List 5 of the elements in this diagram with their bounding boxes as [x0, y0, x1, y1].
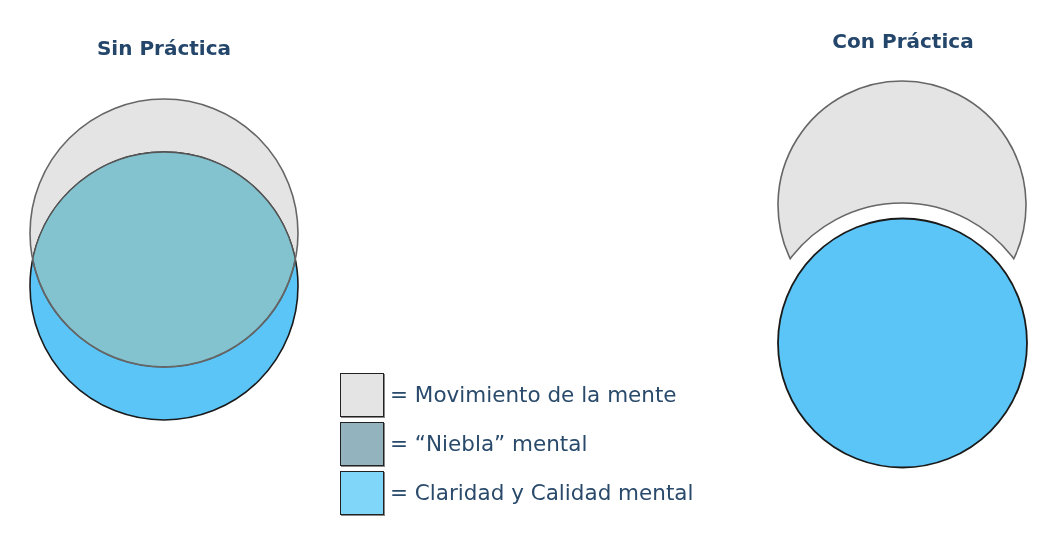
- panel-heading: Con Práctica: [832, 29, 974, 53]
- legend-text: = Movimiento de la mente: [390, 382, 677, 407]
- legend-text: = “Niebla” mental: [390, 431, 588, 456]
- panel-heading: Sin Práctica: [96, 36, 232, 60]
- legend-text: = Claridad y Calidad mental: [390, 480, 694, 505]
